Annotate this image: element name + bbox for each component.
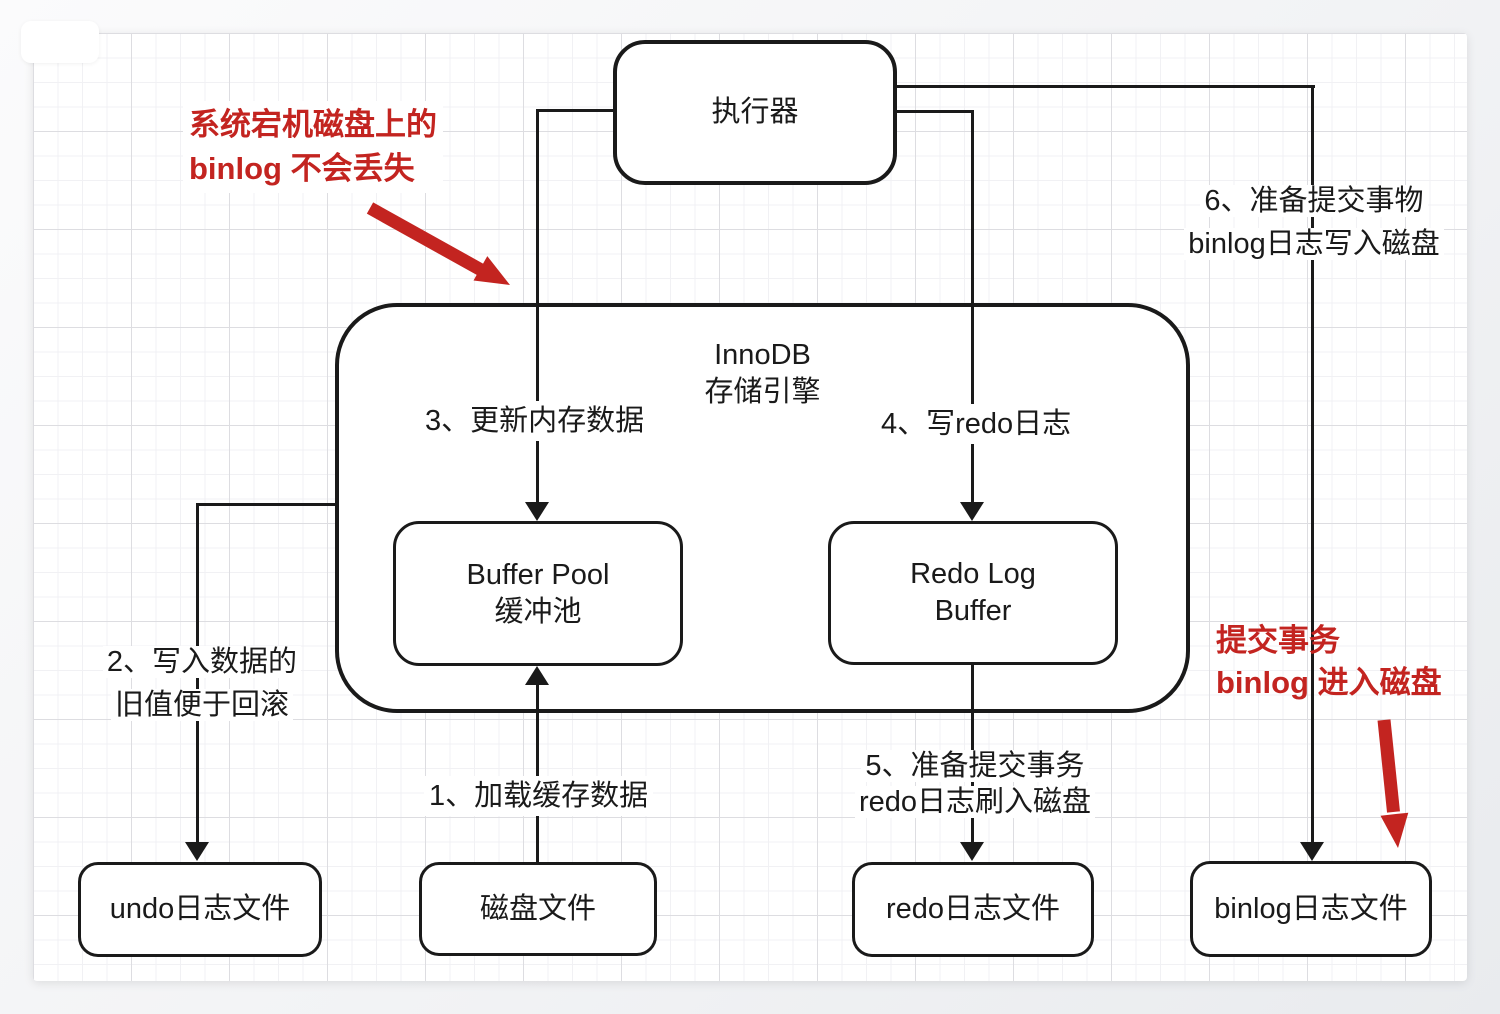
buffer-pool-node: Buffer Pool 缓冲池 — [393, 521, 683, 666]
arrowhead-into-undofile — [185, 842, 209, 861]
arrowhead-into-bufferpool — [525, 502, 549, 521]
connector-executor-binlog-v — [1311, 85, 1314, 843]
step2-label-line2: 旧值便于回滚 — [110, 689, 293, 721]
step5-label: 5、准备提交事务 redo日志刷入磁盘 — [853, 748, 1097, 820]
arrowhead-into-bufferpool-bottom — [525, 666, 549, 685]
step6-label-line1: 6、准备提交事物 — [1200, 185, 1428, 217]
red-arrow-commit-icon — [1377, 719, 1409, 848]
connector-executor-bufferpool-v — [536, 109, 539, 507]
connector-executor-binlog-h — [897, 85, 1315, 88]
step5-label-line1: 5、准备提交事务 — [861, 750, 1089, 782]
arrowhead-into-redofile — [960, 842, 984, 861]
red-note-crash-line2: binlog 不会丢失 — [189, 151, 415, 186]
disk-file-node: 磁盘文件 — [419, 862, 657, 956]
disk-file-label: 磁盘文件 — [479, 892, 596, 925]
connector-innodb-undofile-h — [197, 503, 338, 506]
step6-label-line2: binlog日志写入磁盘 — [1184, 228, 1444, 260]
step6-label: 6、准备提交事物 binlog日志写入磁盘 — [1166, 180, 1462, 266]
innodb-label-line1: InnoDB — [714, 339, 811, 371]
step2-label: 2、写入数据的 旧值便于回滚 — [96, 641, 308, 727]
step5-label-line2: redo日志刷入磁盘 — [854, 786, 1096, 818]
buffer-pool-label-line2: 缓冲池 — [494, 595, 582, 628]
step4-label: 4、写redo日志 — [876, 404, 1077, 444]
executor-node: 执行器 — [613, 40, 897, 185]
redo-log-file-label: redo日志文件 — [885, 893, 1061, 925]
red-note-commit-line1: 提交事务 — [1216, 623, 1340, 658]
arrowhead-into-redobuffer — [960, 502, 984, 521]
redo-log-file-node: redo日志文件 — [852, 862, 1094, 957]
buffer-pool-label-line1: Buffer Pool — [466, 558, 610, 591]
redo-log-buffer-label-line2: Buffer — [934, 595, 1012, 627]
binlog-file-node: binlog日志文件 — [1190, 861, 1432, 957]
connector-executor-bufferpool-h — [537, 109, 615, 112]
red-note-crash: 系统宕机磁盘上的 binlog 不会丢失 — [183, 101, 443, 193]
binlog-file-label: binlog日志文件 — [1214, 892, 1408, 925]
step2-label-line1: 2、写入数据的 — [102, 646, 302, 678]
step3-label: 3、更新内存数据 — [420, 401, 650, 441]
executor-label: 执行器 — [711, 96, 799, 128]
innodb-label-line2: 存储引擎 — [704, 376, 821, 408]
red-note-crash-line1: 系统宕机磁盘上的 — [189, 107, 437, 142]
step1-label: 1、加载缓存数据 — [424, 776, 654, 816]
connector-executor-redobuffer-v — [971, 110, 974, 507]
redo-log-buffer-node: Redo Log Buffer — [828, 521, 1118, 665]
red-arrow-crash-icon — [366, 202, 510, 285]
undo-log-file-label: undo日志文件 — [109, 893, 291, 925]
corner-ui-fragment — [21, 21, 99, 63]
undo-log-file-node: undo日志文件 — [78, 862, 322, 957]
arrowhead-into-binlogfile — [1300, 842, 1324, 861]
redo-log-buffer-label-line1: Redo Log — [910, 558, 1036, 590]
red-note-commit-line2: binlog 进入磁盘 — [1216, 665, 1442, 700]
connector-diskfile-bufferpool — [536, 682, 539, 862]
red-note-commit: 提交事务 binlog 进入磁盘 — [1216, 620, 1442, 704]
connector-executor-redobuffer-h — [897, 110, 974, 113]
